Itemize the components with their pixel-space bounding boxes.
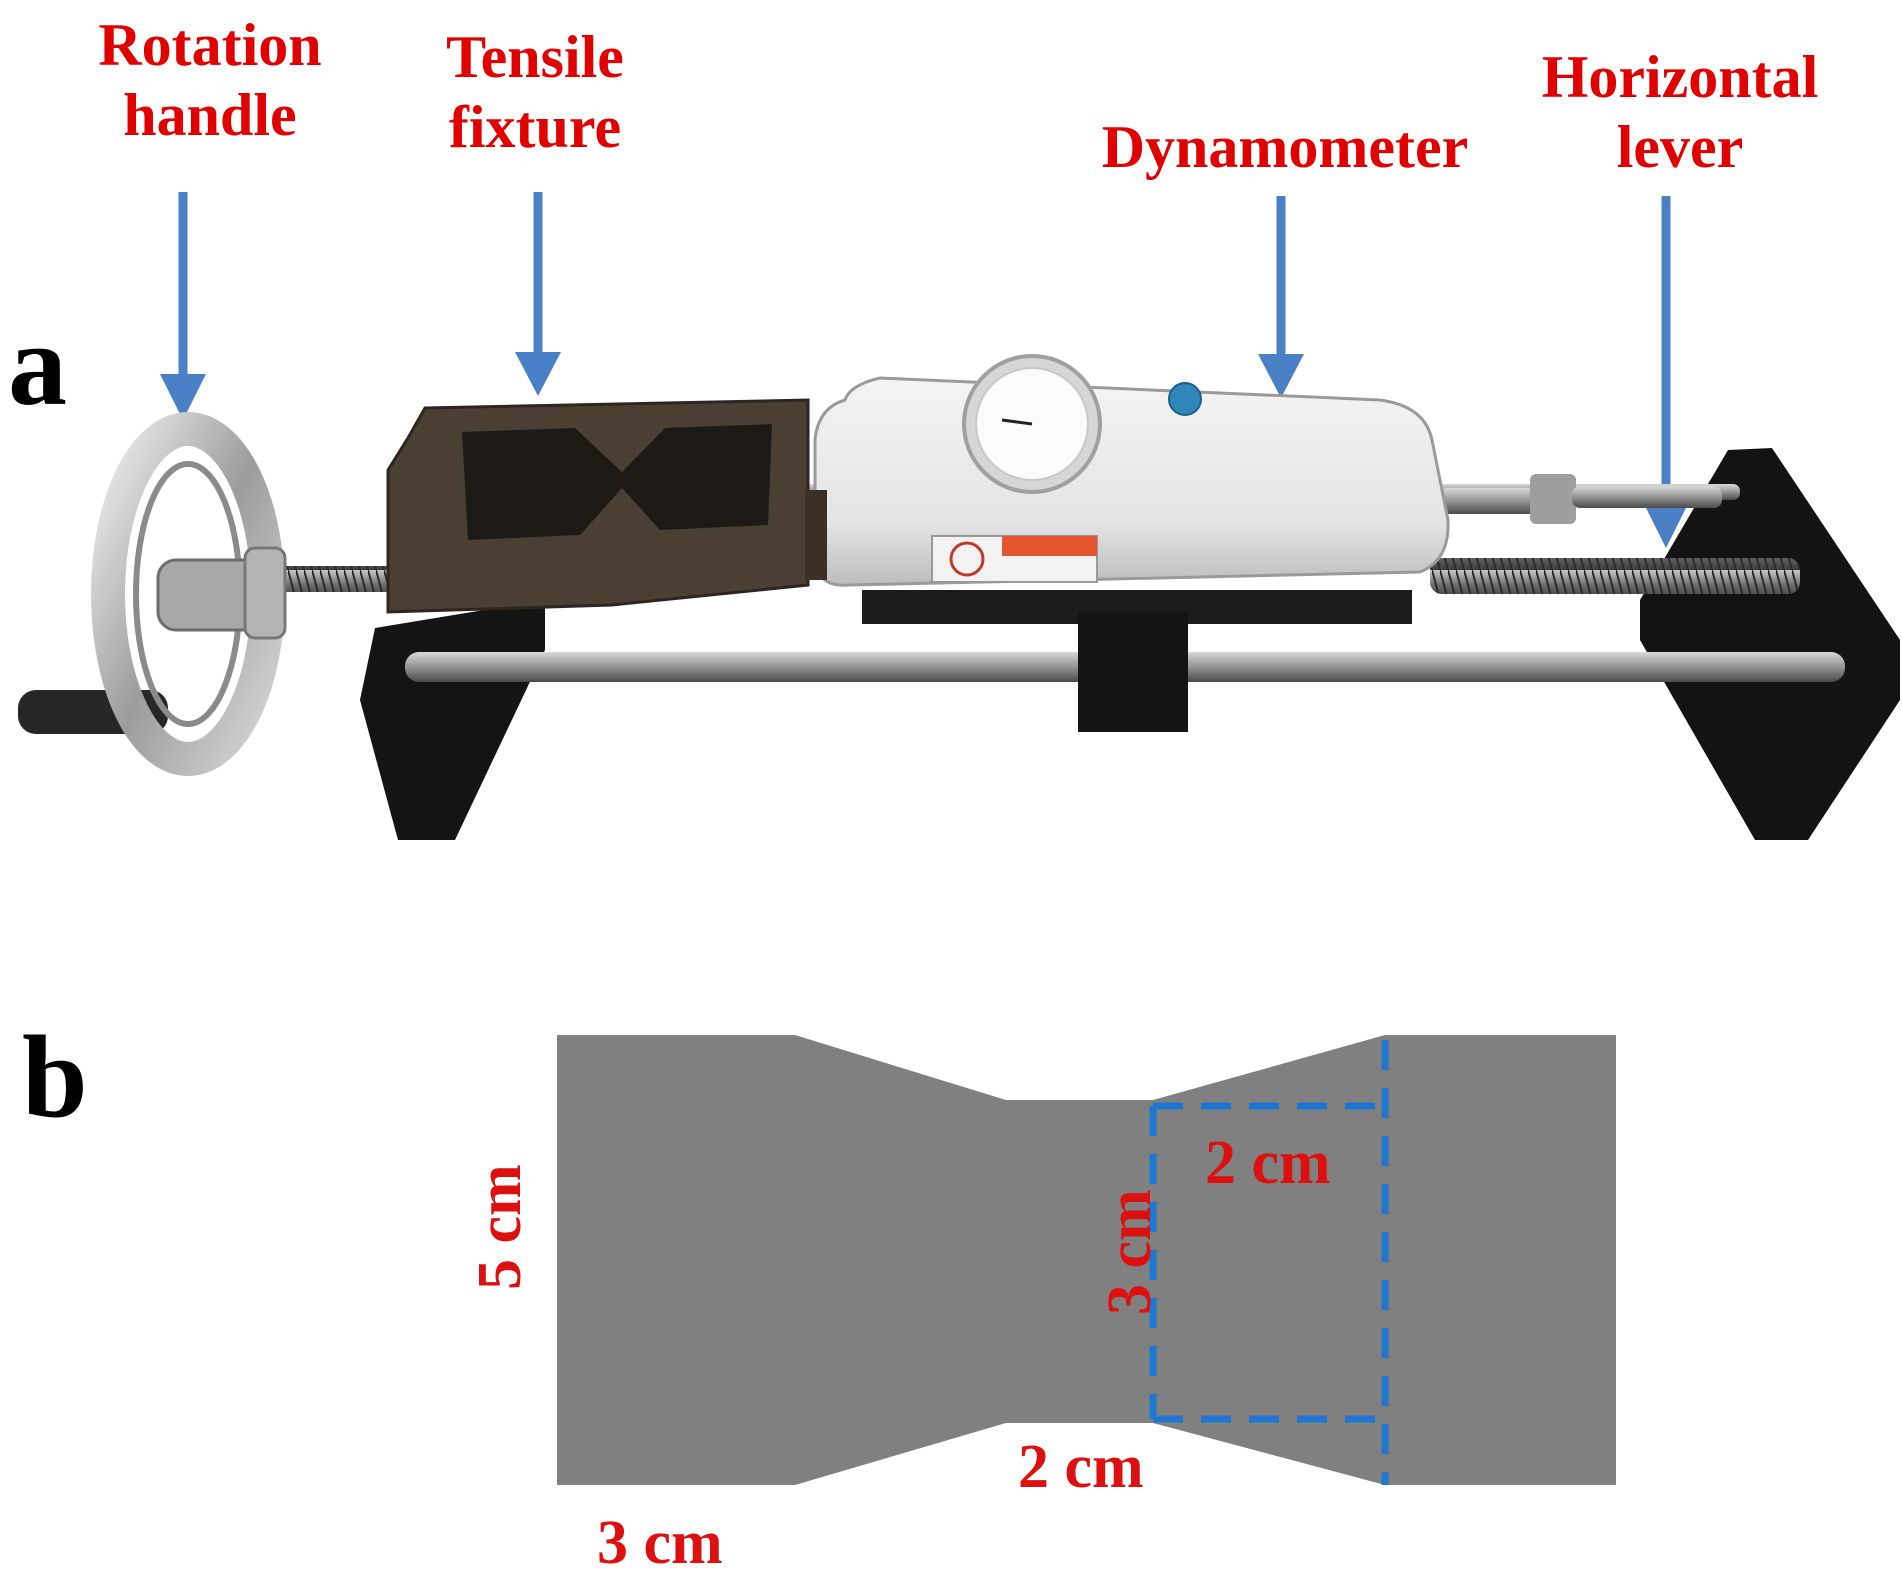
dial-needle xyxy=(1001,418,1033,426)
arrowhead-horizontal-lever xyxy=(1643,502,1689,548)
arrowhead-tensile-fixture xyxy=(515,352,561,396)
tensile-fixture-label-line2: fixture xyxy=(448,94,622,160)
warning-sticker-band xyxy=(1002,536,1097,556)
horizontal-lever-label: Horizontal lever xyxy=(1495,42,1865,182)
apparatus-photo xyxy=(18,192,1900,840)
handwheel-collar xyxy=(243,546,287,640)
tensile-fixture-label: Tensile fixture xyxy=(390,22,680,162)
dynamometer-shaft xyxy=(1440,488,1550,514)
carriage-block xyxy=(1078,612,1188,732)
dynamometer-body xyxy=(813,376,1450,587)
panel-a-letter: a xyxy=(8,299,67,430)
arrowhead-rotation-handle xyxy=(160,374,206,420)
left-frame-leg xyxy=(360,600,545,840)
specimen-diagram xyxy=(557,1035,1616,1485)
horizontal-lever-label-line2: lever xyxy=(1616,114,1744,180)
tensile-fixture-label-line1: Tensile xyxy=(446,24,624,90)
fixture-clamp xyxy=(805,490,827,580)
lead-screw xyxy=(1430,558,1800,594)
dynamometer-label-line1: Dynamometer xyxy=(1101,114,1469,180)
warning-sticker-icon xyxy=(949,541,985,577)
dumbbell-specimen xyxy=(557,1035,1616,1485)
dim-grip-length: 3 cm xyxy=(597,1509,723,1577)
horizontal-lever-label-line1: Horizontal xyxy=(1541,44,1819,110)
dynamometer-nut xyxy=(1530,474,1576,524)
arrowhead-dynamometer xyxy=(1258,354,1304,398)
dim-bottom-neck-length: 2 cm xyxy=(1018,1433,1144,1501)
tensile-fixture-cavity xyxy=(462,424,772,540)
dim-total-width: 5 cm xyxy=(466,1164,534,1290)
rotation-handle-label-line1: Rotation xyxy=(98,12,322,78)
panel-b-letter: b xyxy=(22,1011,88,1142)
dim-top-neck-length: 2 cm xyxy=(1205,1129,1331,1197)
dynamometer-hook xyxy=(1572,486,1722,508)
right-frame-leg xyxy=(1640,448,1900,840)
rotation-handle-label: Rotation handle xyxy=(50,10,370,150)
callout-arrows xyxy=(160,192,1689,548)
dynamometer-label: Dynamometer xyxy=(1060,112,1510,182)
dial-reset-button xyxy=(1168,382,1202,416)
dim-neck-height: 3 cm xyxy=(1096,1189,1164,1315)
dimension-guides xyxy=(1149,1040,1389,1485)
rotation-handle-label-line2: handle xyxy=(123,82,297,148)
